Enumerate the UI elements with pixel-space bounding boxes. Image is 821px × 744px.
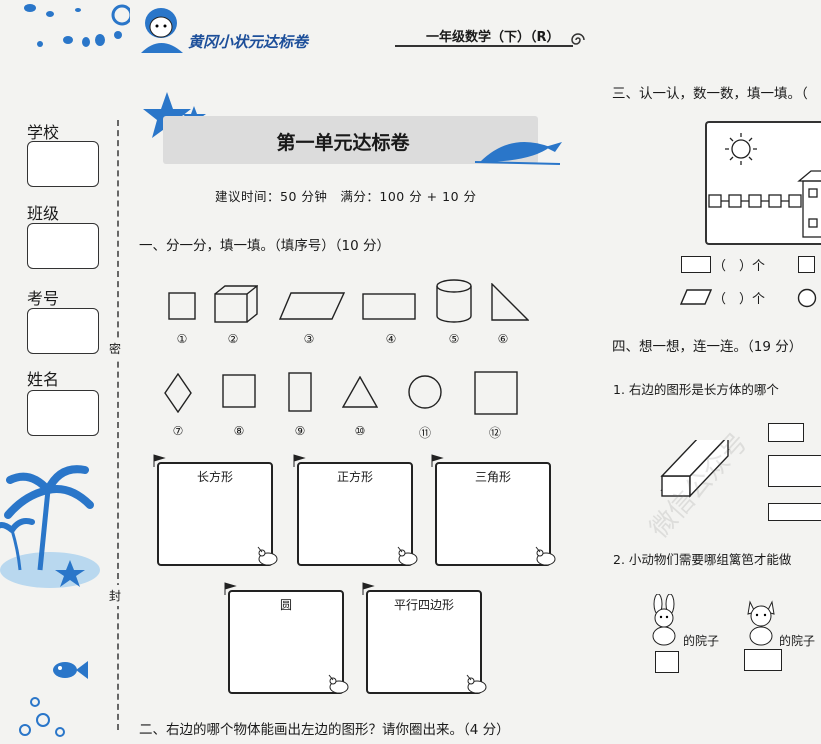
shape-12-square xyxy=(474,371,518,415)
cuboid-figure xyxy=(660,440,730,498)
header-decoration xyxy=(20,0,133,55)
shape-7-rhombus xyxy=(164,373,192,413)
shape-number: ⑪ xyxy=(418,426,431,440)
spiral-icon xyxy=(568,30,588,50)
shape-3-parallelogram xyxy=(279,292,345,320)
shape-10-triangle xyxy=(342,376,378,408)
shape-number: ① xyxy=(176,332,188,346)
fish-decoration-icon xyxy=(470,132,565,172)
field-label-school: 学校 xyxy=(27,123,60,142)
header-rule xyxy=(395,45,573,47)
face-option-2[interactable] xyxy=(768,455,821,487)
face-option-1[interactable] xyxy=(768,423,804,442)
cat-icon xyxy=(747,600,775,646)
shape-11-circle xyxy=(408,375,442,409)
shape-number: ⑥ xyxy=(497,332,509,346)
shape-number: ⑨ xyxy=(294,424,306,438)
shape-number: ⑧ xyxy=(233,424,245,438)
sort-box-triangle[interactable]: 三角形 xyxy=(435,462,551,566)
series-title: 黄冈小状元达标卷 xyxy=(188,33,309,51)
flag-icon xyxy=(431,454,444,467)
sort-box-rectangle[interactable]: 长方形 xyxy=(157,462,273,566)
seal-mark-feng: 封 xyxy=(109,585,122,606)
mouse-icon xyxy=(328,674,349,694)
shape-6-triangle xyxy=(491,283,529,321)
shape-5-cylinder xyxy=(436,279,472,323)
shape-number: ③ xyxy=(303,332,315,346)
count-answer-parallelogram[interactable]: （ ）个 xyxy=(713,292,766,307)
seal-mark-mi: 密 xyxy=(109,338,122,359)
class-field[interactable] xyxy=(27,223,99,269)
mouse-icon xyxy=(535,546,556,566)
section4-question-1: 1. 右边的图形是长方体的哪个 xyxy=(613,382,779,397)
count-answer-rectangle[interactable]: （ ）个 xyxy=(713,259,766,274)
shape-2-cube xyxy=(214,285,258,323)
field-label-name: 姓名 xyxy=(27,370,60,389)
field-label-class: 班级 xyxy=(27,204,60,223)
sort-box-label: 圆 xyxy=(279,598,292,612)
shape-number: ④ xyxy=(385,332,397,346)
shape-4-rectangle xyxy=(362,293,416,320)
sort-box-label: 正方形 xyxy=(336,470,373,484)
section4-heading: 四、想一想，连一连。（19 分） xyxy=(612,339,803,355)
count-parallelogram-icon xyxy=(680,289,712,305)
count-square-icon xyxy=(798,256,815,273)
yard-label-cat: 的院子 xyxy=(779,634,816,648)
shape-number: ⑦ xyxy=(172,424,184,438)
flag-icon xyxy=(362,582,375,595)
shape-9-rectangle xyxy=(288,372,312,412)
sort-box-circle[interactable]: 圆 xyxy=(228,590,344,694)
shape-1-square xyxy=(168,292,196,320)
sort-box-label: 长方形 xyxy=(196,470,233,484)
sort-box-parallelogram[interactable]: 平行四边形 xyxy=(366,590,482,694)
answer-box-cat[interactable] xyxy=(744,649,782,671)
flag-icon xyxy=(293,454,306,467)
page-title: 第一单元达标卷 xyxy=(276,132,410,154)
face-option-3[interactable] xyxy=(768,503,821,521)
mouse-icon xyxy=(257,546,278,566)
palm-tree-icon xyxy=(0,450,110,600)
section1-heading: 一、分一分，填一填。（填序号）（10 分） xyxy=(139,238,390,254)
section2-heading: 二、右边的哪个物体能画出左边的图形？请你圈出来。（4 分） xyxy=(139,722,510,738)
seal-line xyxy=(117,120,119,730)
shape-8-square xyxy=(222,374,256,408)
mouse-icon xyxy=(466,674,487,694)
section4-question-2: 2. 小动物们需要哪组篱笆才能做 xyxy=(613,552,792,567)
shape-number: ⑫ xyxy=(488,426,501,440)
section3-heading: 三、认一认，数一数，填一填。（ xyxy=(612,86,808,102)
subtitle: 建议时间：50 分钟 满分：100 分 + 10 分 xyxy=(215,189,477,204)
exam-number-field[interactable] xyxy=(27,308,99,354)
shape-number: ② xyxy=(227,332,239,346)
yard-label-rabbit: 的院子 xyxy=(683,634,720,648)
rabbit-icon xyxy=(652,594,676,646)
sort-box-square[interactable]: 正方形 xyxy=(297,462,413,566)
sort-box-label: 平行四边形 xyxy=(393,598,454,612)
school-field[interactable] xyxy=(27,141,99,187)
subject-title: 一年级数学（下）（R） xyxy=(426,30,560,45)
bubbles-decoration xyxy=(15,690,75,740)
mouse-icon xyxy=(397,546,418,566)
title-banner xyxy=(163,116,538,164)
count-circle-icon xyxy=(797,288,817,308)
answer-box-rabbit[interactable] xyxy=(655,651,679,673)
name-field[interactable] xyxy=(27,390,99,436)
scene-picture xyxy=(705,121,821,245)
mascot-icon xyxy=(135,3,190,55)
flag-icon xyxy=(224,582,237,595)
count-rectangle-icon xyxy=(681,256,711,273)
fish-icon xyxy=(50,655,90,685)
flag-icon xyxy=(153,454,166,467)
shape-number: ⑩ xyxy=(354,424,366,438)
sort-box-label: 三角形 xyxy=(474,470,511,484)
field-label-exam-number: 考号 xyxy=(27,289,60,308)
shape-number: ⑤ xyxy=(448,332,460,346)
